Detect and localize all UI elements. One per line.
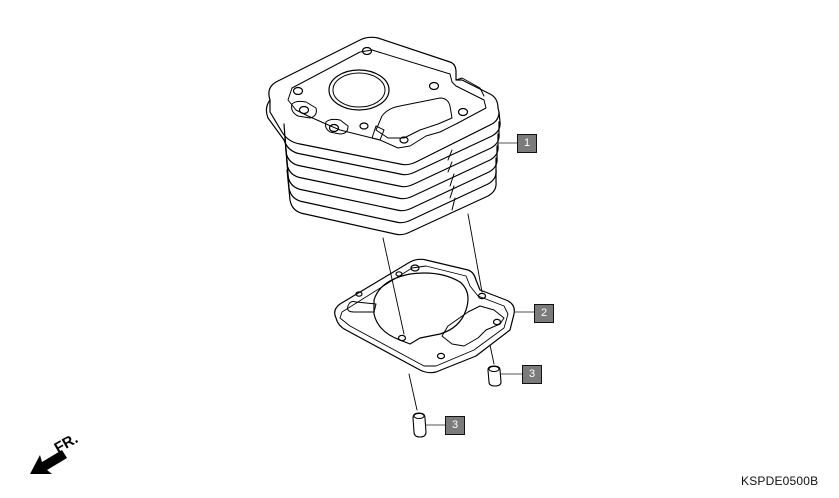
callout-2-gasket[interactable]: 2 xyxy=(534,304,554,323)
callout-1-cylinder[interactable]: 1 xyxy=(517,134,537,153)
diagram-code: KSPDE0500B xyxy=(741,474,819,488)
callout-leaders xyxy=(425,142,535,426)
dowel-pin-bottom xyxy=(412,412,427,438)
callout-3-dowel-pin[interactable]: 3 xyxy=(445,416,465,435)
cylinder-part xyxy=(265,36,501,236)
callout-3-dowel-pin[interactable]: 3 xyxy=(522,365,542,384)
arrow-down-left-icon xyxy=(30,450,67,474)
dowel-pin-right xyxy=(487,365,502,387)
alignment-lines xyxy=(382,213,495,411)
gasket-part xyxy=(334,258,515,374)
